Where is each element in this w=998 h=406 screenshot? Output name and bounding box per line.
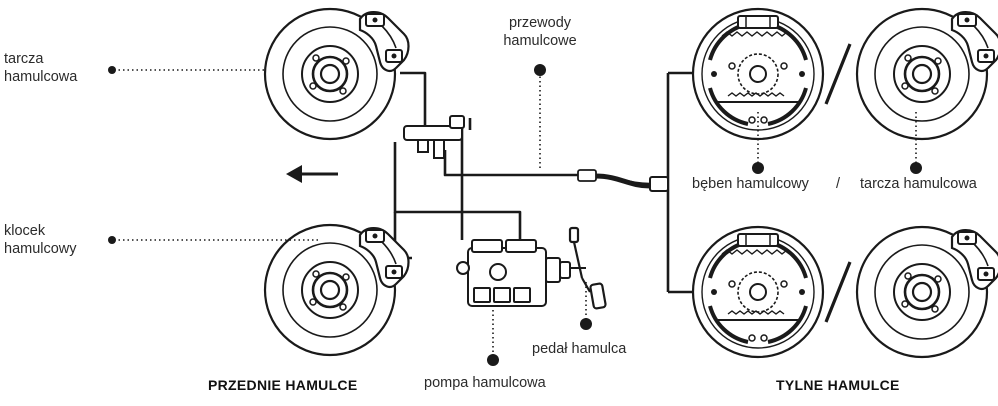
label-brake-pedal: pedał hamulca (532, 341, 627, 357)
slash-bottom (824, 261, 852, 323)
label-front-brakes: PRZEDNIE HAMULCE (208, 377, 358, 393)
label-slash: / (836, 176, 841, 192)
rear-hose (594, 173, 651, 189)
rear-left-disc (855, 7, 998, 141)
direction-arrow (286, 165, 338, 183)
distribution-block (403, 115, 465, 159)
front-right-disc (263, 223, 410, 357)
front-left-disc (263, 7, 410, 141)
label-brake-lines: przewody hamulcowe (503, 15, 577, 49)
label-drum: bęben hamulcowy (692, 176, 809, 192)
hose-fitting (577, 169, 597, 182)
rear-right-drum (691, 225, 825, 359)
rear-tee-fitting (649, 176, 669, 192)
label-brake-pad: klocek hamulcowy (4, 223, 77, 257)
label-rear-brakes: TYLNE HAMULCE (776, 377, 900, 393)
rear-left-drum (691, 7, 825, 141)
master-cylinder (456, 239, 586, 307)
label-master-cylinder: pompa hamulcowa (424, 375, 546, 391)
leader-dots (108, 64, 922, 366)
brake-pedal (568, 226, 607, 310)
slash-top (824, 43, 852, 105)
label-disc-front: tarcza hamulcowa (4, 51, 78, 85)
label-disc-rear: tarcza hamulcowa (860, 176, 977, 192)
leader-lines (114, 69, 917, 358)
rear-right-disc (855, 225, 998, 359)
